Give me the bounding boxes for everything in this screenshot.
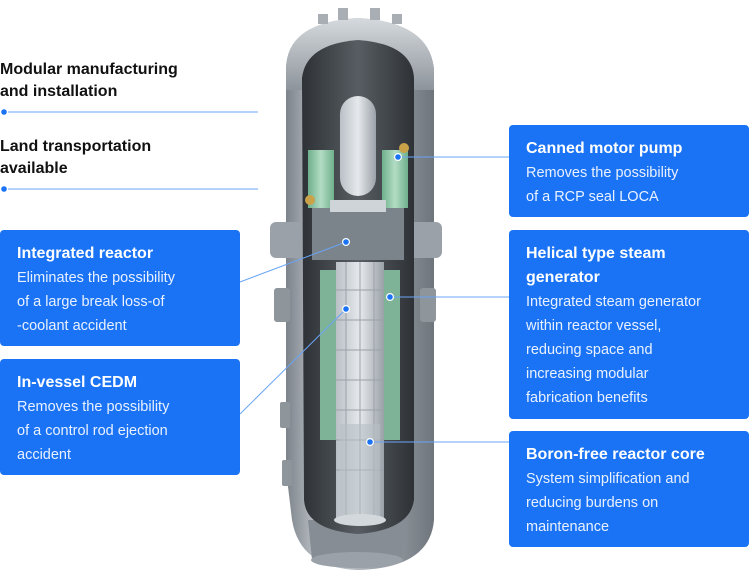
card-boron-free-core: Boron-free reactor core System simplific…	[509, 431, 749, 547]
card-body-line: Integrated steam generator	[526, 294, 701, 310]
leader-line-cedm	[239, 308, 347, 415]
label-line: Land transportation	[0, 138, 152, 155]
card-title: Helical type steam	[526, 245, 666, 262]
leader-dot-pump	[394, 153, 403, 162]
label-line: and installation	[0, 83, 118, 100]
card-body-line: reducing space and	[526, 342, 653, 358]
card-title: In-vessel CEDM	[17, 374, 138, 391]
leader-dots	[0, 108, 403, 447]
card-body-line: of a large break loss-of	[17, 294, 165, 310]
label-land-transportation: Land transportation available	[0, 136, 250, 180]
card-body-line: -coolant accident	[17, 318, 127, 334]
label-modular-manufacturing: Modular manufacturing and installation	[0, 59, 250, 103]
card-body-line: accident	[17, 447, 72, 463]
card-body-line: increasing modular	[526, 366, 649, 382]
card-title: Canned motor pump	[526, 140, 683, 157]
card-in-vessel-cedm: In-vessel CEDM Removes the possibility o…	[0, 359, 240, 475]
vessel-cutaway	[302, 40, 414, 534]
leader-dot-steam-generator	[386, 293, 395, 302]
card-body-line: reducing burdens on	[526, 495, 659, 511]
card-title: Integrated reactor	[17, 245, 154, 262]
card-integrated-reactor: Integrated reactor Eliminates the possib…	[0, 230, 240, 346]
leader-dot-integrated-reactor	[342, 238, 351, 247]
card-body-line: fabrication benefits	[526, 390, 648, 406]
leader-lines	[4, 111, 510, 443]
card-body-line: Eliminates the possibility	[17, 270, 175, 286]
label-line: available	[0, 160, 68, 177]
card-body-line: of a control rod ejection	[17, 423, 168, 439]
leader-dot-core	[366, 438, 375, 447]
card-body-line: of a RCP seal LOCA	[526, 189, 659, 205]
card-title: generator	[526, 269, 600, 286]
card-title: Boron-free reactor core	[526, 446, 705, 463]
card-helical-steam-generator: Helical type steam generator Integrated …	[509, 230, 749, 419]
card-body-line: System simplification and	[526, 471, 690, 487]
card-body-line: maintenance	[526, 519, 610, 535]
leader-dot-transport	[0, 185, 8, 193]
card-canned-motor-pump: Canned motor pump Removes the possibilit…	[509, 125, 749, 217]
card-body-line: within reactor vessel,	[526, 318, 662, 334]
leader-dot-modular	[0, 108, 8, 116]
leader-dot-cedm	[342, 305, 351, 314]
card-body-line: Removes the possibility	[17, 399, 170, 415]
label-line: Modular manufacturing	[0, 61, 178, 78]
card-body-line: Removes the possibility	[526, 165, 679, 181]
leader-line-integrated-reactor	[239, 241, 347, 283]
